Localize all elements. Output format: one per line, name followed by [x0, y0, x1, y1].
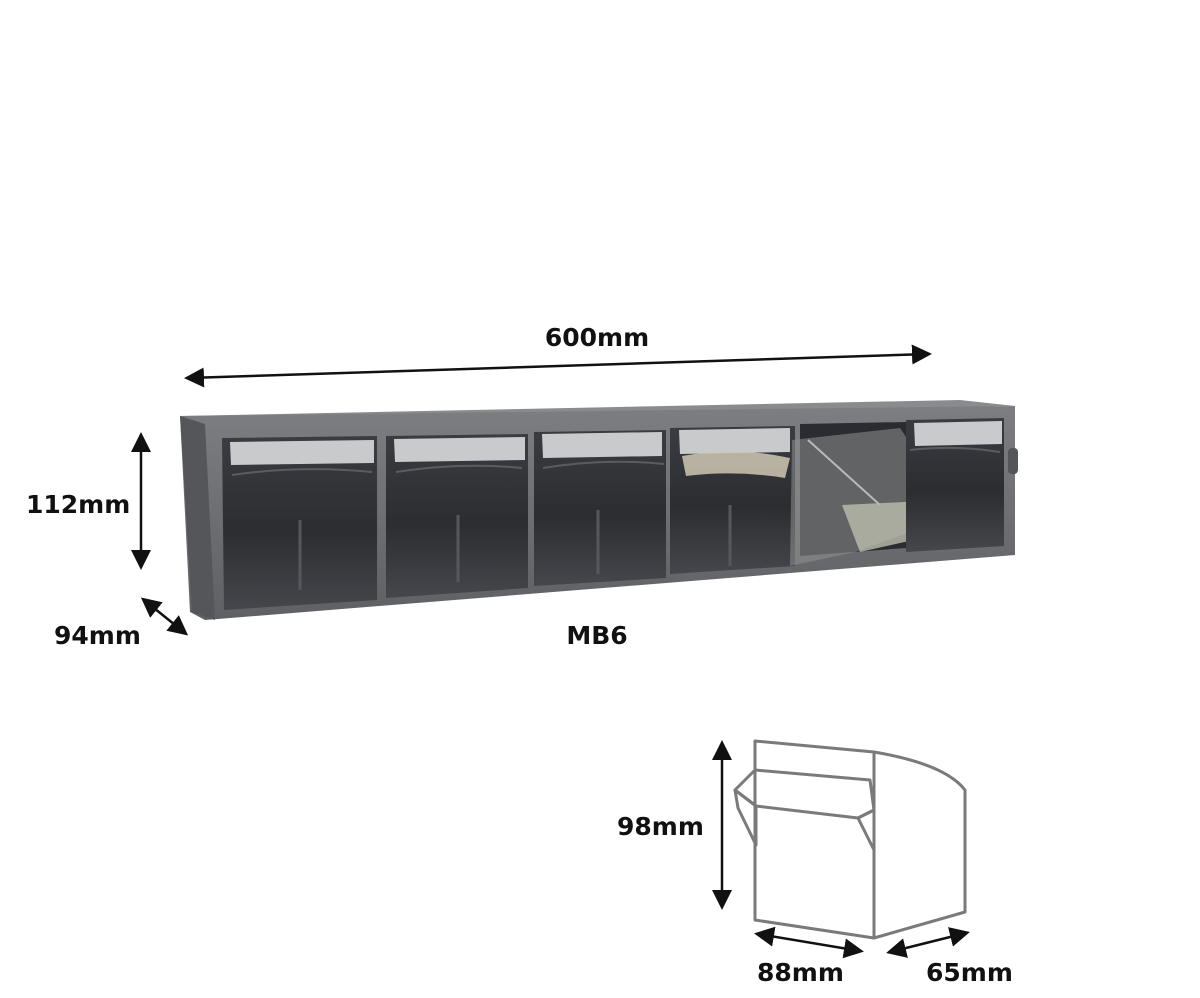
bin-6: [906, 418, 1004, 552]
depth-arrow: [140, 597, 189, 636]
bin-3: [534, 430, 666, 586]
bin-depth-label: 65mm: [926, 958, 1013, 987]
frame-left-side: [180, 416, 215, 620]
depth-label: 94mm: [54, 621, 141, 650]
bin-4: [670, 426, 795, 574]
bin-depth-arrow: [886, 927, 970, 958]
bin-lip-left: [733, 788, 758, 847]
label-strip: [394, 437, 525, 462]
label-strip: [679, 428, 790, 454]
label-strip: [914, 421, 1002, 446]
height-label: 112mm: [26, 490, 131, 519]
bin-1: [222, 436, 377, 610]
bin-2: [386, 434, 528, 598]
bin-height-label: 98mm: [617, 812, 704, 841]
bin-lip-right: [856, 808, 876, 852]
width-label: 600mm: [544, 323, 650, 352]
frame-knob: [1008, 448, 1018, 474]
width-arrow: [184, 344, 932, 388]
bin-width-arrow: [754, 926, 864, 959]
bin-side-face: [873, 750, 967, 940]
model-label: MB6: [566, 621, 628, 650]
bin-width-label: 88mm: [757, 958, 844, 987]
label-strip: [542, 432, 662, 458]
label-strip: [230, 440, 374, 465]
mb6-storage-unit: [180, 400, 1018, 620]
single-bin-outline: [733, 739, 967, 940]
